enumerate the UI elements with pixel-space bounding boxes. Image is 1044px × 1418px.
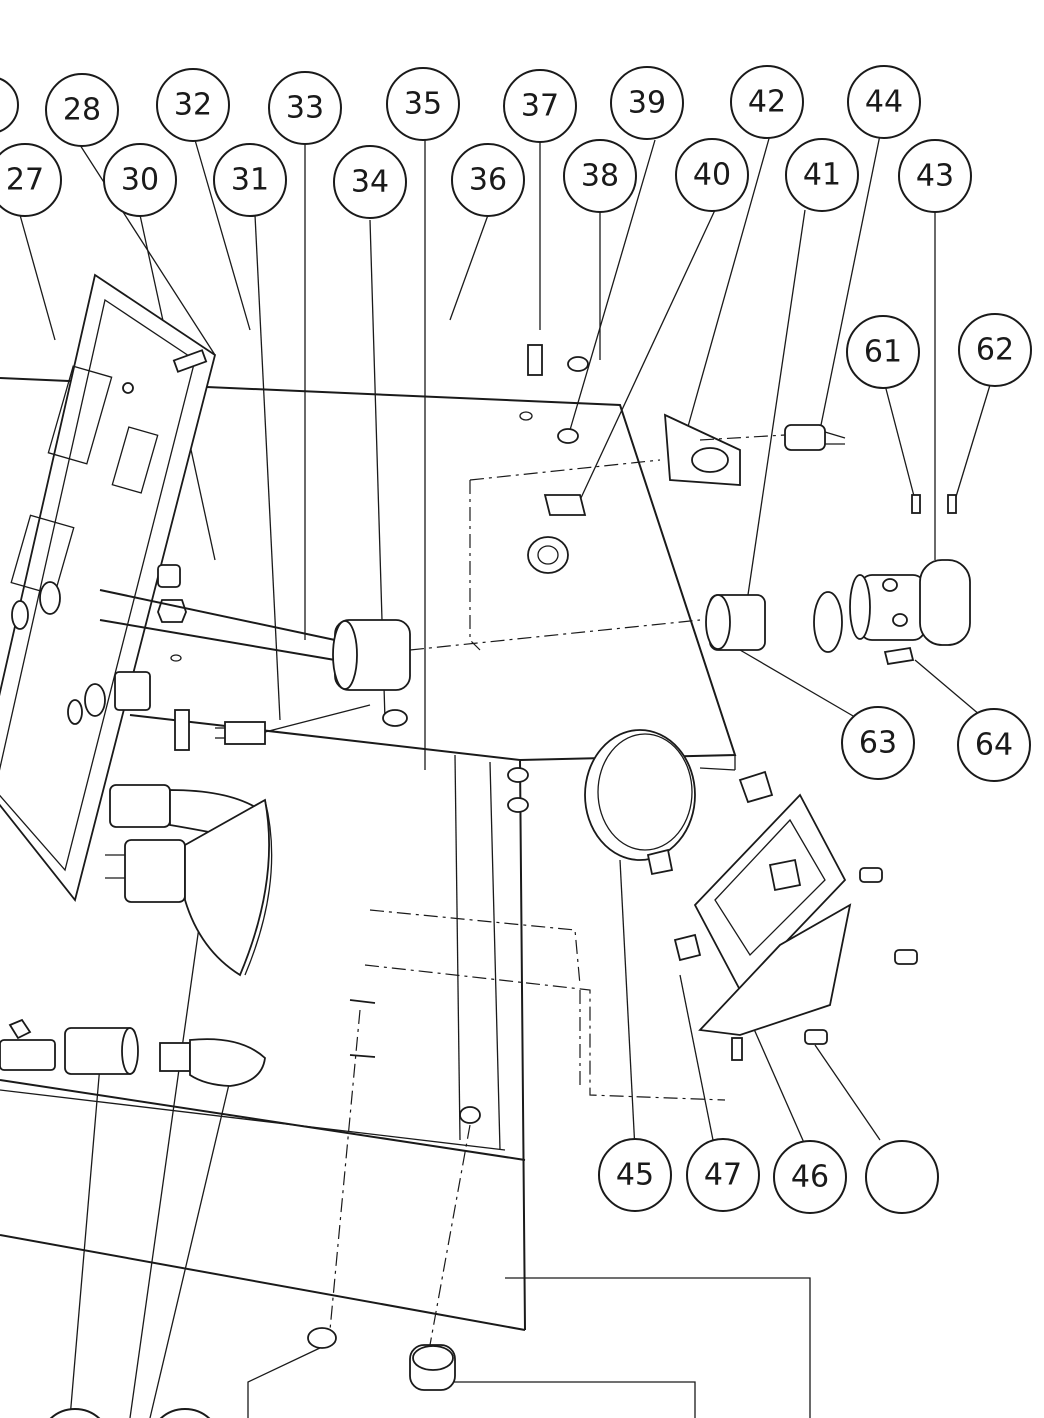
callout-62-label: 62 [976, 333, 1014, 368]
callout-27-label: 27 [6, 163, 44, 198]
lamp-tube-assembly [99, 494, 971, 691]
callout-35-label: 35 [404, 87, 442, 122]
callout-42-label: 42 [748, 85, 786, 120]
callout-47-label: 47 [704, 1158, 742, 1193]
callout-31: 31 [213, 143, 287, 217]
callout-63-label: 63 [859, 726, 897, 761]
callout-63: 63 [841, 706, 915, 780]
callout-32-label: 32 [174, 88, 212, 123]
callout-46-label: 46 [791, 1160, 829, 1195]
callout-34-label: 34 [351, 165, 389, 200]
callout-64: 64 [957, 708, 1031, 782]
callout-39: 39 [610, 66, 684, 140]
callout-32: 32 [156, 68, 230, 142]
callout-44-label: 44 [865, 85, 903, 120]
callout-37: 37 [503, 69, 577, 143]
lens-bracket-assembly [584, 729, 918, 1061]
callout-45: 45 [598, 1138, 672, 1212]
callout-28-label: 28 [63, 93, 101, 128]
callout-41: 41 [785, 138, 859, 212]
lamps [105, 784, 273, 977]
callout-39-label: 39 [628, 86, 666, 121]
callout-47: 47 [686, 1138, 760, 1212]
socket-bracket [469, 413, 846, 651]
callout-30: 30 [103, 143, 177, 217]
lower-components [0, 1018, 266, 1087]
callout-62: 62 [958, 313, 1032, 387]
callout-42: 42 [730, 65, 804, 139]
callout-61-label: 61 [864, 335, 902, 370]
callout-45-label: 45 [616, 1158, 654, 1193]
callout-43: 43 [898, 139, 972, 213]
callout-33: 33 [268, 71, 342, 145]
top-hardware [114, 344, 589, 813]
callout-37-label: 37 [521, 89, 559, 124]
callout-34: 34 [333, 145, 407, 219]
callout-33-label: 33 [286, 91, 324, 126]
callout-41-label: 41 [803, 158, 841, 193]
callout-cut-off [0, 77, 19, 133]
callout-40-label: 40 [693, 158, 731, 193]
callout-46: 46 [773, 1140, 847, 1214]
callout-27: 27 [0, 143, 62, 217]
front-panel [0, 273, 217, 902]
callout-30-label: 30 [121, 163, 159, 198]
callout-35: 35 [386, 67, 460, 141]
callout-40: 40 [675, 138, 749, 212]
callout-36-label: 36 [469, 163, 507, 198]
leader-lines [19, 130, 991, 1418]
callout-43-label: 43 [916, 159, 954, 194]
callout-38-label: 38 [581, 159, 619, 194]
callout-28: 28 [45, 73, 119, 147]
callout-61: 61 [846, 315, 920, 389]
callout-bubbles: 28 32 33 35 37 39 42 44 [0, 65, 1032, 1418]
callout-64-label: 64 [975, 728, 1013, 763]
callout-44: 44 [847, 65, 921, 139]
feet [307, 909, 726, 1391]
callout-31-label: 31 [231, 163, 269, 198]
callout-bottom-cut-2 [159, 1408, 211, 1418]
callout-36: 36 [451, 143, 525, 217]
callout-38: 38 [563, 139, 637, 213]
callout-bottom-cut-1 [49, 1408, 101, 1418]
callout-blank [865, 1140, 939, 1214]
